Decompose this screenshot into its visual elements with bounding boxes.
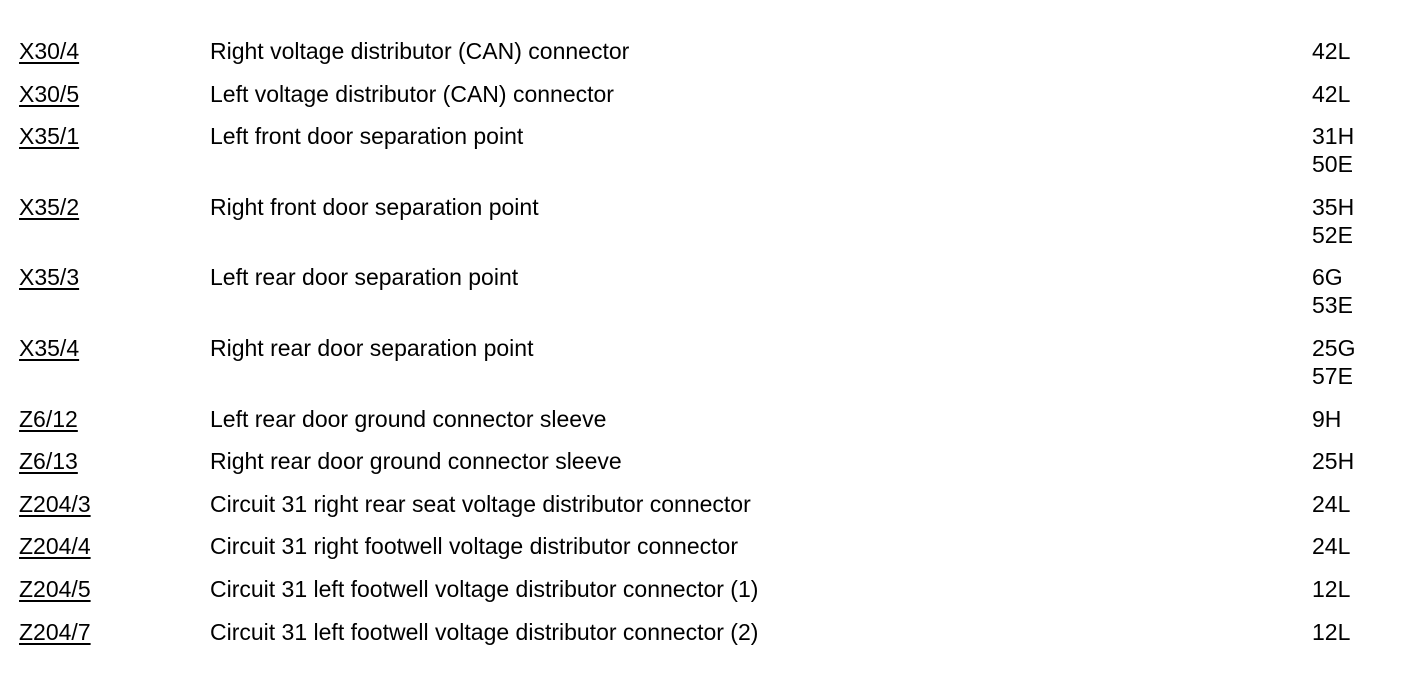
legend-row: Z6/13 Right rear door ground connector s… (0, 447, 1408, 490)
grid-reference: 6G (1312, 264, 1343, 291)
grid-references: 12L (1312, 575, 1350, 603)
grid-reference: 31H (1312, 123, 1355, 150)
legend-row: X30/5 Left voltage distributor (CAN) con… (0, 80, 1408, 123)
component-code-link[interactable]: Z204/4 (19, 533, 91, 560)
grid-references: 9H (1312, 405, 1341, 433)
component-code-link[interactable]: X30/4 (19, 38, 80, 64)
grid-reference: 42L (1312, 38, 1351, 64)
grid-reference: 50E (1312, 151, 1353, 178)
grid-reference: 42L (1312, 80, 1351, 107)
grid-references: 24L (1312, 532, 1350, 560)
component-description: Right rear door separation point (210, 334, 534, 361)
grid-references: 42L (1312, 37, 1350, 65)
legend-row: X35/1 Left front door separation point 3… (0, 122, 1408, 193)
grid-reference: 24L (1312, 490, 1351, 517)
grid-reference: 25H (1312, 448, 1355, 475)
grid-reference: 12L (1312, 575, 1351, 602)
grid-references: 31H 50E (1312, 122, 1354, 178)
component-code-link[interactable]: Z204/3 (19, 490, 91, 517)
legend-row: Z204/7 Circuit 31 left footwell voltage … (0, 618, 1408, 661)
component-description: Left front door separation point (210, 123, 524, 150)
grid-reference: 52E (1312, 221, 1353, 248)
grid-references: 25H (1312, 447, 1354, 475)
legend-row: X35/3 Left rear door separation point 6G… (0, 263, 1408, 334)
legend-row: Z6/12 Left rear door ground connector sl… (0, 405, 1408, 448)
legend-row: X30/4 Right voltage distributor (CAN) co… (0, 37, 1408, 80)
component-code-link[interactable]: X35/4 (19, 334, 80, 361)
grid-references: 24L (1312, 490, 1350, 518)
grid-reference: 12L (1312, 618, 1351, 645)
grid-reference: 25G (1312, 334, 1356, 361)
component-code-link[interactable]: X35/1 (19, 123, 80, 150)
legend-row: Z204/3 Circuit 31 right rear seat voltag… (0, 490, 1408, 533)
component-description: Circuit 31 left footwell voltage distrib… (210, 575, 759, 602)
grid-reference: 24L (1312, 533, 1351, 560)
grid-reference: 35H (1312, 193, 1355, 220)
component-code-link[interactable]: Z6/12 (19, 405, 78, 432)
component-description: Circuit 31 right rear seat voltage distr… (210, 490, 751, 517)
grid-reference: 9H (1312, 405, 1342, 432)
legend-row: Z204/5 Circuit 31 left footwell voltage … (0, 575, 1408, 618)
component-code-link[interactable]: Z204/5 (19, 575, 91, 602)
component-legend-table: X30/4 Right voltage distributor (CAN) co… (0, 37, 1408, 660)
grid-reference: 57E (1312, 362, 1353, 389)
component-code-link[interactable]: X30/5 (19, 80, 80, 107)
component-code-link[interactable]: Z6/13 (19, 448, 78, 475)
component-description: Left rear door separation point (210, 264, 519, 291)
grid-references: 42L (1312, 80, 1350, 108)
legend-row: X35/4 Right rear door separation point 2… (0, 334, 1408, 405)
grid-references: 35H 52E (1312, 193, 1354, 249)
component-description: Left voltage distributor (CAN) connector (210, 80, 614, 107)
grid-references: 25G 57E (1312, 334, 1355, 390)
grid-reference: 53E (1312, 292, 1353, 319)
component-description: Circuit 31 left footwell voltage distrib… (210, 618, 759, 645)
component-description: Right voltage distributor (CAN) connecto… (210, 38, 630, 64)
component-code-link[interactable]: X35/3 (19, 264, 80, 291)
component-code-link[interactable]: X35/2 (19, 193, 80, 220)
component-description: Left rear door ground connector sleeve (210, 405, 607, 432)
component-description: Circuit 31 right footwell voltage distri… (210, 533, 738, 560)
component-description: Right rear door ground connector sleeve (210, 448, 622, 475)
grid-references: 6G 53E (1312, 263, 1353, 319)
legend-row: X35/2 Right front door separation point … (0, 193, 1408, 264)
component-code-link[interactable]: Z204/7 (19, 618, 91, 645)
grid-references: 12L (1312, 618, 1350, 646)
component-description: Right front door separation point (210, 193, 539, 220)
legend-row: Z204/4 Circuit 31 right footwell voltage… (0, 532, 1408, 575)
